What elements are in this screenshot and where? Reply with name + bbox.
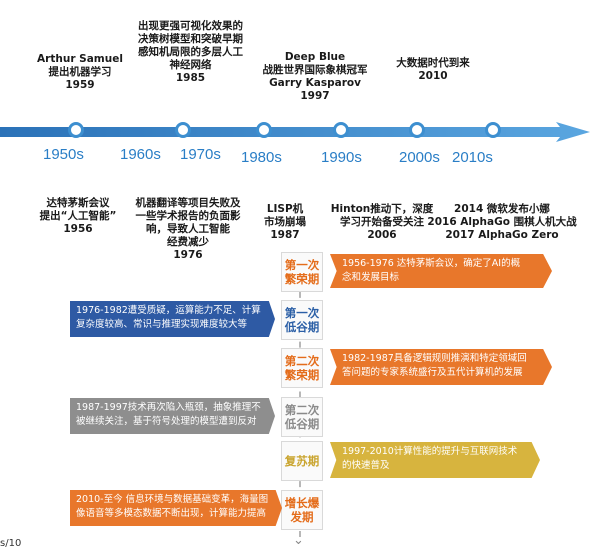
event-top: Deep Blue 战胜世界国际象棋冠军 Garry Kasparov 1997 (245, 38, 385, 116)
period-label: 复苏期 (284, 454, 320, 468)
decade-label: 1970s (180, 146, 221, 163)
event-bottom: LISP机 市场崩塌 1987 (256, 190, 314, 255)
event-bottom: 达特茅斯会议 提出“人工智能” 1956 (22, 184, 134, 249)
period-tag: 第二次 繁荣期 (281, 348, 323, 388)
period-description: 1976-1982遭受质疑，运算能力不足、计算 复杂度较高、常识与推理实现难度较… (70, 301, 275, 337)
period-text: 1987-1997技术再次陷入瓶颈，抽象推理不 被继续关注，基于符号处理的模型遭… (76, 402, 261, 427)
timeline-node (409, 122, 425, 138)
timeline-node (333, 122, 349, 138)
period-text: 1976-1982遭受质疑，运算能力不足、计算 复杂度较高、常识与推理实现难度较… (76, 305, 261, 330)
event-bottom: Hinton推动下，深度 学习开始备受关注 2006 (318, 190, 446, 255)
timeline-arrow (0, 122, 590, 142)
page-mark: s/10 (0, 538, 22, 549)
timeline-node (485, 122, 501, 138)
event-year: 1997 (300, 90, 330, 102)
period-tag: 第一次 繁荣期 (281, 252, 323, 292)
period-label: 第一次 繁荣期 (284, 258, 320, 286)
period-text: 1956-1976 达特茅斯会议，确定了AI的概 念和发展目标 (342, 258, 521, 283)
event-bottom: 机器翻译等项目失败及 一些学术报告的负面影 响，导致人工智能 经费减少 1976 (125, 184, 251, 275)
decade-label: 1960s (120, 146, 161, 163)
timeline-node (256, 122, 272, 138)
decade-label: 2000s (399, 149, 440, 166)
period-text: 1997-2010计算性能的提升与互联网技术 的快速普及 (342, 446, 518, 471)
period-label: 第一次 低谷期 (284, 306, 320, 334)
event-text: 大数据时代到来 (396, 57, 470, 69)
decade-label: 1990s (321, 149, 362, 166)
event-top: 出现更强可视化效果的 决策树模型和突破早期 感知机局限的多层人工 神经网络 19… (128, 7, 253, 98)
period-tag: 第二次 低谷期 (281, 397, 323, 437)
event-text: 出现更强可视化效果的 决策树模型和突破早期 感知机局限的多层人工 神经网络 (138, 20, 243, 71)
period-description: 1956-1976 达特茅斯会议，确定了AI的概 念和发展目标 (330, 254, 552, 288)
event-text: Deep Blue 战胜世界国际象棋冠军 Garry Kasparov (262, 51, 368, 89)
period-description: 1982-1987具备逻辑规则推演和特定领域回 答问题的专家系统盛行及五代计算机… (330, 349, 552, 385)
period-label: 增长爆 发期 (284, 496, 320, 524)
period-description: 2010-至今 信息环境与数据基础变革，海量图 像语音等多模态数据不断出现，计算… (70, 490, 282, 526)
period-spine (299, 252, 301, 537)
period-label: 第二次 繁荣期 (284, 354, 320, 382)
event-bottom: 2014 微软发布小娜 2016 AlphaGo 围棋人机大战 2017 Alp… (417, 190, 587, 242)
period-tag: 增长爆 发期 (281, 490, 323, 530)
event-year: 1959 (65, 79, 95, 91)
timeline-node (175, 122, 191, 138)
period-description: 1987-1997技术再次陷入瓶颈，抽象推理不 被继续关注，基于符号处理的模型遭… (70, 398, 275, 434)
chevron-down-icon: ⌄ (293, 533, 304, 548)
event-year: 1976 (173, 249, 203, 261)
decade-label: 1980s (241, 149, 282, 166)
event-top: Arthur Samuel 提出机器学习 1959 (20, 40, 140, 105)
period-text: 1982-1987具备逻辑规则推演和特定领域回 答问题的专家系统盛行及五代计算机… (342, 353, 527, 378)
event-year: 2006 (367, 229, 397, 241)
event-text: LISP机 市场崩塌 (264, 203, 306, 228)
event-year: 1985 (175, 72, 206, 84)
event-text: 机器翻译等项目失败及 一些学术报告的负面影 响，导致人工智能 经费减少 (135, 197, 241, 248)
event-year: 1987 (270, 229, 300, 241)
event-year: 1956 (63, 223, 93, 235)
period-description: 1997-2010计算性能的提升与互联网技术 的快速普及 (330, 442, 540, 478)
period-tag: 复苏期 (281, 441, 323, 481)
period-tag: 第一次 低谷期 (281, 300, 323, 340)
decade-label: 2010s (452, 149, 493, 166)
period-label: 第二次 低谷期 (284, 403, 320, 431)
event-year: 2010 (418, 70, 448, 82)
period-text: 2010-至今 信息环境与数据基础变革，海量图 像语音等多模态数据不断出现，计算… (76, 494, 269, 519)
event-text: Hinton推动下，深度 学习开始备受关注 (330, 203, 434, 228)
decade-label: 1950s (43, 146, 84, 163)
timeline-node (68, 122, 84, 138)
event-text: 达特茅斯会议 提出“人工智能” (39, 197, 117, 222)
event-top: 大数据时代到来 2010 (378, 44, 488, 96)
event-text: 2014 微软发布小娜 2016 AlphaGo 围棋人机大战 2017 Alp… (427, 203, 577, 241)
event-text: Arthur Samuel 提出机器学习 (37, 53, 123, 78)
